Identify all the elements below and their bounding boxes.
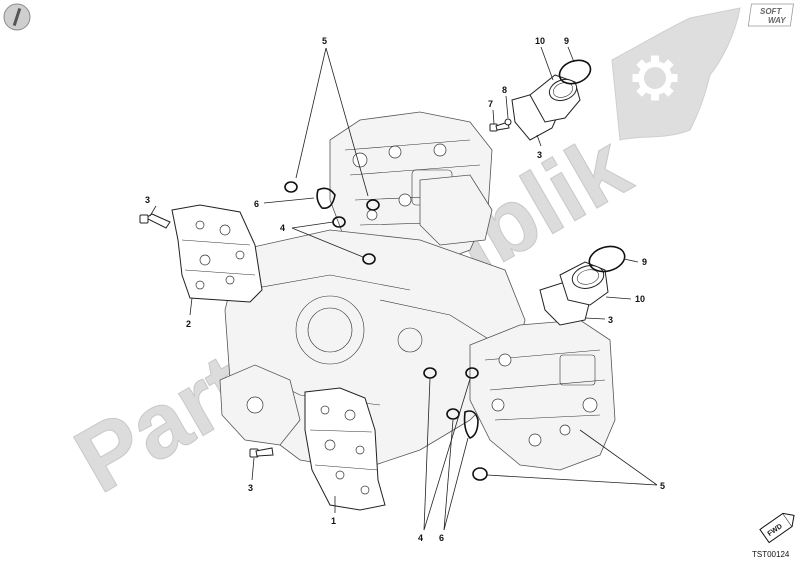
- callout-3-top: 3: [537, 150, 542, 160]
- callout-5-top: 5: [322, 36, 327, 46]
- softway-logo-line1: SOFT: [760, 7, 782, 16]
- callout-9-right: 9: [642, 257, 647, 267]
- callout-3-bottom: 3: [248, 483, 253, 493]
- front-cylinder-head: [469, 319, 616, 471]
- flag-gear-icon: [611, 7, 741, 141]
- callout-7: 7: [488, 99, 493, 109]
- callout-6-bottom: 6: [439, 533, 444, 543]
- callout-2: 2: [186, 319, 191, 329]
- softway-logo-line2: WAY: [768, 16, 786, 25]
- callout-3-left: 3: [145, 195, 150, 205]
- callouts: 5 10 9 8 7 3 3 6 4 2 9 10 3 5 3 1 4 6: [145, 36, 665, 543]
- leader-lines: [149, 46, 658, 531]
- circle-slash-icon: [3, 3, 31, 31]
- fwd-box-icon: FWD: [759, 512, 795, 544]
- bolt-bottom: [249, 447, 274, 458]
- belt-cover-rear: [171, 204, 263, 303]
- callout-1: 1: [331, 516, 336, 526]
- gaskets: [316, 187, 479, 439]
- belt-cover-front: [304, 387, 386, 511]
- callout-10-top: 10: [535, 36, 545, 46]
- bolt-left: [139, 213, 171, 229]
- softway-logo: SOFT WAY: [747, 3, 794, 27]
- callout-8: 8: [502, 85, 507, 95]
- intake-manifold-right: [539, 245, 626, 326]
- callout-3-right: 3: [608, 315, 613, 325]
- callout-4-bottom: 4: [418, 533, 423, 543]
- callout-9-top: 9: [564, 36, 569, 46]
- callout-5-right: 5: [660, 481, 665, 491]
- callout-10-right: 10: [635, 294, 645, 304]
- bolt-8: [504, 118, 512, 126]
- rear-cylinder-head: [329, 111, 493, 266]
- drawing-code: TST00124: [752, 550, 790, 559]
- callout-6-top: 6: [254, 199, 259, 209]
- callout-4-top: 4: [280, 223, 285, 233]
- intake-manifold-top: [511, 59, 592, 141]
